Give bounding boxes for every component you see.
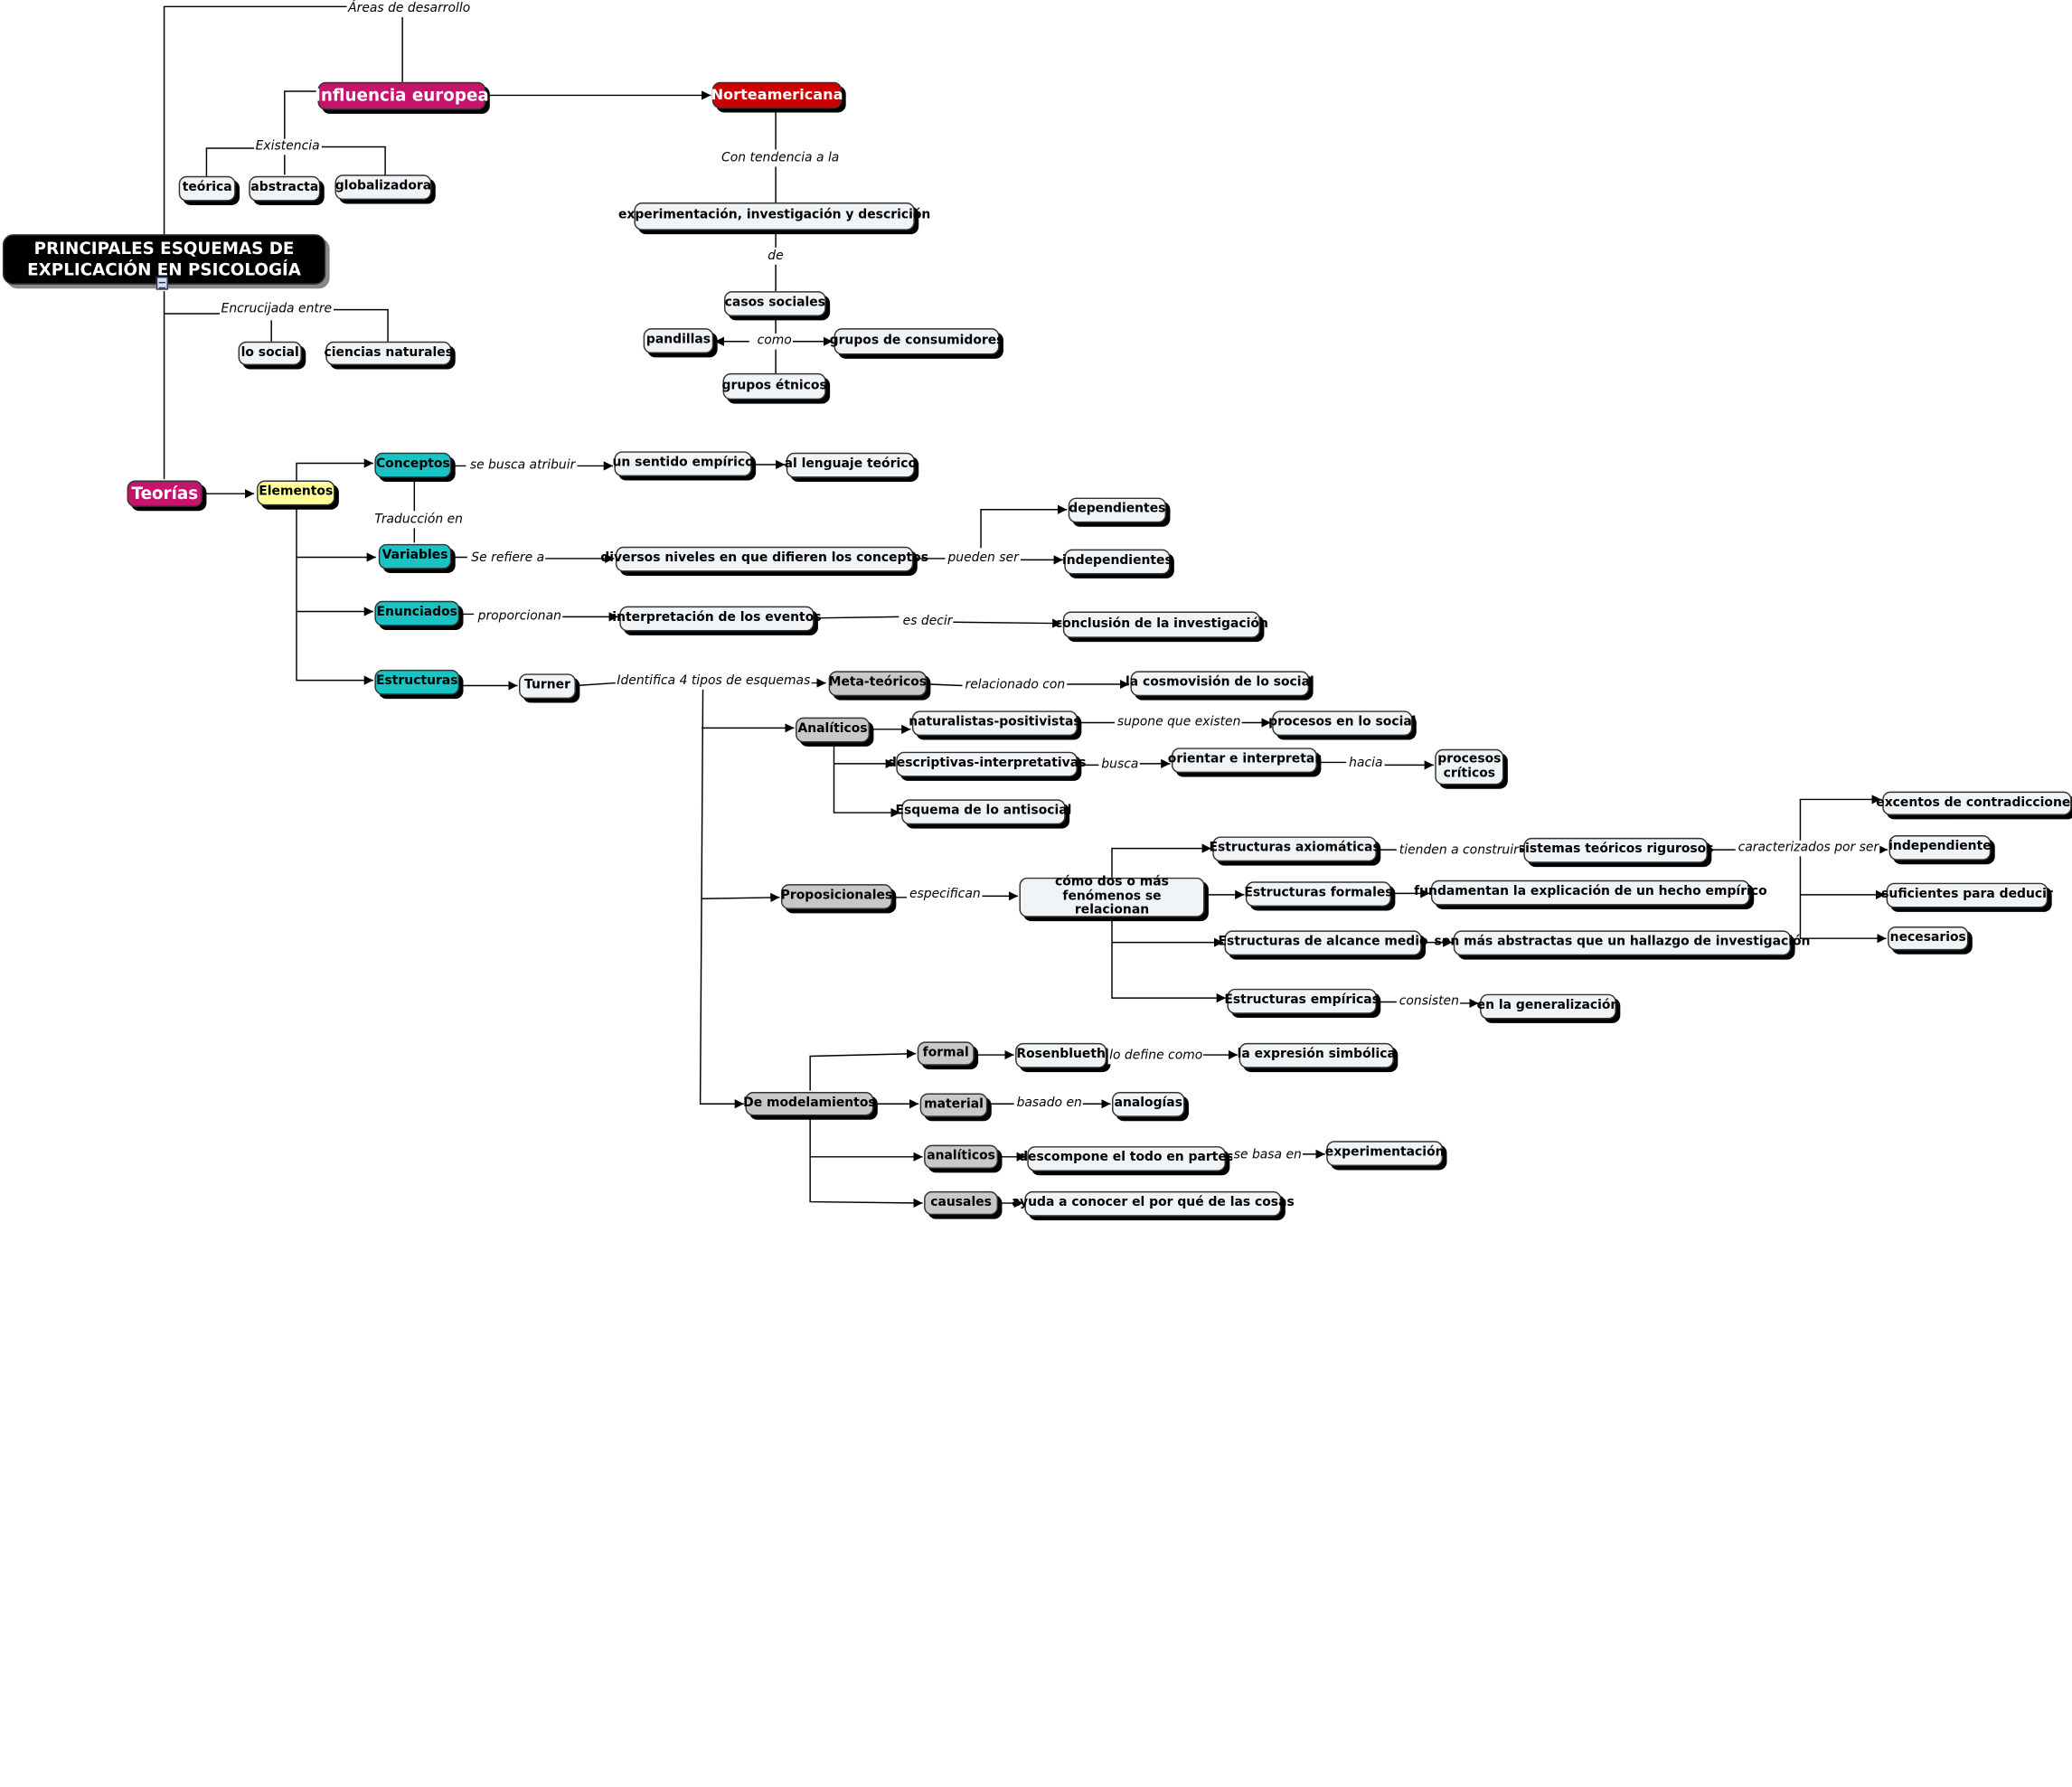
link-label-especifican: especifican: [908, 887, 983, 903]
node-conceptos[interactable]: Conceptos: [374, 452, 452, 478]
node-influencia-europea[interactable]: Influencia europea: [315, 81, 489, 110]
node-experimentacion-2[interactable]: experimentación: [1325, 1141, 1445, 1167]
node-grupos-etnicos[interactable]: grupos étnicos: [722, 372, 827, 400]
node-lenguaje-teorico[interactable]: al lenguaje teórico: [785, 452, 917, 478]
node-mas-abstractas[interactable]: son más abstractas que un hallazgo de in…: [1435, 930, 1810, 956]
connector-lines: [163, 5, 1888, 1209]
link-label-caracterizados: caracterizados por ser: [1737, 840, 1880, 857]
node-estructuras-axiomaticas[interactable]: Estructuras axiomáticas: [1209, 836, 1380, 862]
link-label-basado: basado en: [1015, 1096, 1084, 1113]
node-ayuda-conocer[interactable]: ayuda a conocer el por qué de las cosas: [1012, 1190, 1295, 1217]
link-label-tendencia: Con tendencia a la: [720, 150, 841, 167]
node-elementos[interactable]: Elementos: [257, 480, 335, 506]
link-label-identifica: Identifica 4 tipos de esquemas: [615, 673, 812, 690]
link-label-encrucijada: Encrucijada entre: [220, 301, 334, 318]
node-teorica[interactable]: teórica: [178, 175, 236, 202]
link-label-traduccion: Traducción en: [372, 512, 465, 529]
node-rosenblueth[interactable]: Rosenblueth: [1015, 1042, 1107, 1068]
node-turner[interactable]: Turner: [519, 673, 576, 700]
node-esquema-antisocial[interactable]: Esquema de lo antisocial: [896, 799, 1071, 825]
node-pandillas[interactable]: pandillas: [643, 328, 714, 353]
link-label-proporcionan: proporcionan: [476, 608, 563, 625]
node-estructuras-empiricas[interactable]: Estructuras empíricas: [1224, 988, 1380, 1014]
document-icon[interactable]: [155, 277, 168, 290]
node-conclusion-investigacion[interactable]: conclusión de la investigación: [1055, 611, 1268, 638]
link-label-hacia: hacia: [1347, 756, 1384, 772]
link-label-existencia: Existencia: [254, 138, 322, 155]
node-abstracta[interactable]: abstracta: [249, 175, 321, 202]
node-grupos-consumidores[interactable]: grupos de consumidores: [830, 328, 1003, 355]
node-dependientes[interactable]: dependientes: [1068, 497, 1167, 523]
node-analogias[interactable]: analogías: [1112, 1092, 1185, 1117]
node-lo-social[interactable]: lo social: [238, 341, 302, 366]
node-fundamentan-explicacion[interactable]: fundamentan la explicación de un hecho e…: [1414, 879, 1767, 906]
link-label-se-basa: se basa en: [1232, 1147, 1304, 1164]
link-label-se-refiere: Se refiere a: [469, 550, 546, 567]
node-excentos-contradicciones[interactable]: excentos de contradicciones: [1876, 791, 2072, 816]
node-interpretacion-eventos[interactable]: interpretación de los eventos: [612, 606, 822, 632]
node-analiticos-modelo[interactable]: analíticos: [924, 1144, 999, 1169]
node-meta-teoricos[interactable]: Meta-teóricos: [829, 671, 927, 697]
link-label-busca: busca: [1099, 757, 1140, 774]
node-orientar-interpretar[interactable]: orientar e interpretar: [1168, 748, 1321, 774]
node-proposicionales[interactable]: Proposicionales: [781, 884, 892, 909]
node-independientes[interactable]: independientes: [1062, 549, 1173, 575]
node-enunciados[interactable]: Enunciados: [374, 600, 460, 626]
node-naturalistas-positivistas[interactable]: naturalistas-positivistas: [909, 710, 1081, 737]
node-cosmovision[interactable]: la cosmovisión de lo social: [1125, 671, 1314, 697]
node-ciencias-naturales[interactable]: ciencias naturales: [325, 341, 453, 366]
node-descriptivas-interpretativas[interactable]: descriptivas-interpretativas: [888, 751, 1086, 777]
node-casos-sociales[interactable]: casos sociales: [723, 291, 826, 316]
node-globalizadora[interactable]: globalizadora: [334, 174, 432, 201]
node-sistemas-teoricos[interactable]: sistemas teóricos rigurosos: [1518, 837, 1714, 863]
node-variables[interactable]: Variables: [378, 543, 452, 569]
node-de-modelamientos[interactable]: De modelamientos: [743, 1092, 876, 1116]
node-necesarios[interactable]: necesarios: [1888, 926, 1969, 951]
node-sentido-empirico[interactable]: un sentido empírico: [613, 451, 754, 477]
node-generalizacion[interactable]: en la generalización: [1477, 993, 1619, 1020]
link-label-tienden: tienden a construir: [1398, 842, 1521, 860]
node-procesos-social[interactable]: procesos en lo social: [1268, 710, 1417, 737]
node-estructuras-formales[interactable]: Estructuras formales: [1244, 881, 1393, 908]
node-formal[interactable]: formal: [917, 1041, 975, 1066]
title-node[interactable]: PRINCIPALES ESQUEMAS DE EXPLICACIÓN EN P…: [2, 234, 326, 285]
node-descompone[interactable]: descompone el todo en partes: [1019, 1146, 1234, 1171]
link-label-supone: supone que existen: [1116, 714, 1242, 731]
link-label-relacionado: relacionado con: [964, 677, 1067, 694]
node-diversos-niveles[interactable]: diversos niveles en que difieren los con…: [600, 546, 928, 572]
node-suficientes-deducir[interactable]: suficientes para deducir: [1881, 882, 2053, 908]
node-causales[interactable]: causales: [924, 1190, 999, 1216]
node-teorias[interactable]: Teorías: [127, 480, 203, 507]
link-label-de: de: [766, 249, 786, 265]
link-label-es-decir: es decir: [901, 614, 954, 631]
link-label-como: como: [756, 334, 794, 350]
node-material[interactable]: material: [919, 1093, 988, 1117]
node-procesos-criticos[interactable]: procesos críticos: [1435, 748, 1504, 785]
link-label-consisten: consisten: [1398, 993, 1461, 1011]
link-label-pueden-ser: pueden ser: [946, 550, 1021, 567]
node-como-dos-fenomenos[interactable]: cómo dos o más fenómenos se relacionan: [1019, 874, 1205, 917]
node-norteamericana[interactable]: Norteamericana: [711, 81, 843, 109]
node-expresion-simbolica[interactable]: la expresión simbólica: [1238, 1042, 1396, 1068]
node-experimentacion[interactable]: experimentación, investigación y descric…: [618, 202, 930, 230]
link-label-areas: Áreas de desarrollo: [346, 1, 472, 18]
node-estructuras-alcance-medio[interactable]: Estructuras de alcance medio: [1219, 930, 1428, 956]
node-estructuras[interactable]: Estructuras: [374, 669, 460, 695]
link-label-lo-define: lo define como: [1107, 1048, 1204, 1065]
link-label-busca-atribuir: se busca atribuir: [468, 457, 577, 475]
node-independiente[interactable]: independiente: [1888, 834, 1992, 861]
node-analiticos[interactable]: Analíticos: [796, 717, 871, 743]
